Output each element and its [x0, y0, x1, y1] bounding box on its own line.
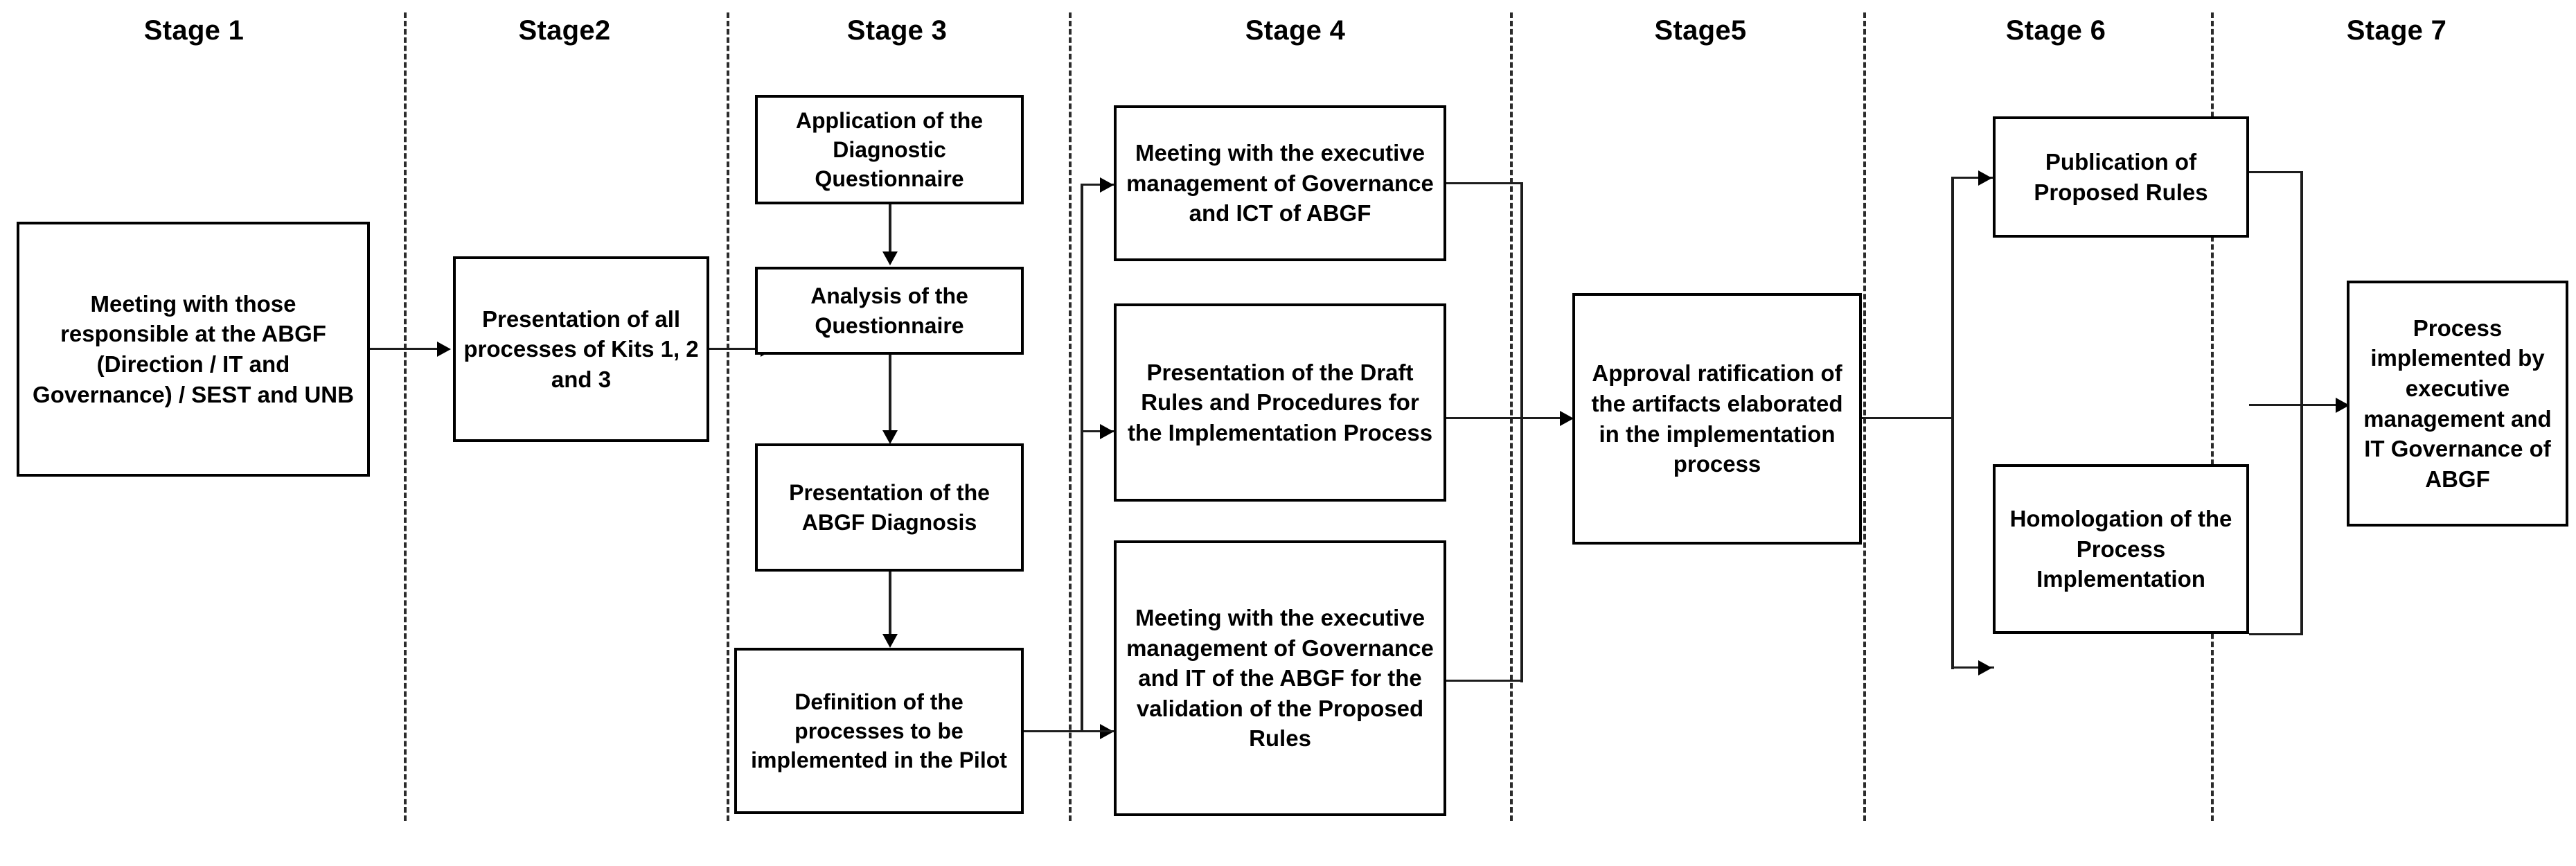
node-label: Presentation of all processes of Kits 1,… — [463, 306, 699, 392]
connector-s4n1-to-merge — [1446, 182, 1522, 184]
stage-title-3: Stage 3 — [846, 15, 948, 46]
node-stage3-presentation-diagnosis[interactable]: Presentation of the ABGF Diagnosis — [755, 443, 1024, 572]
connector-s6-merge-trunk — [2300, 171, 2303, 635]
node-label: Presentation of the Draft Rules and Proc… — [1127, 359, 1433, 445]
connector-s1-to-s2 — [370, 348, 441, 350]
connector-s3-branch-to-s4n1 — [1081, 184, 1117, 186]
node-stage6-homologation-process[interactable]: Homologation of the Process Implementati… — [1993, 464, 2249, 634]
connector-s6n1-to-merge — [2249, 171, 2303, 173]
node-stage4-meeting-validation-rules[interactable]: Meeting with the executive management of… — [1114, 540, 1446, 816]
connector-s4-merge-trunk — [1520, 182, 1523, 682]
node-label: Meeting with the executive management of… — [1126, 140, 1434, 227]
stage-divider-4-5 — [1510, 12, 1513, 821]
stage-divider-1-2 — [404, 12, 407, 821]
connector-s3-branch-stem — [1024, 730, 1082, 732]
connector-s5-branch-to-s6n2 — [1951, 666, 1994, 669]
stage-divider-5-6 — [1863, 12, 1866, 821]
stage-divider-2-3 — [727, 12, 729, 821]
stage-title-2: Stage2 — [518, 15, 611, 46]
arrowhead-s3-to-s4n1 — [1100, 177, 1114, 193]
arrowhead-s1-to-s2 — [437, 342, 451, 357]
connector-s3n2-to-s3n3 — [889, 355, 891, 436]
stage-divider-3-4 — [1069, 12, 1072, 821]
node-label: Publication of Proposed Rules — [2034, 148, 2208, 205]
node-stage1-meeting-responsible[interactable]: Meeting with those responsible at the AB… — [17, 222, 370, 477]
arrowhead-s4-to-s5 — [1560, 411, 1574, 426]
node-label: Application of the Diagnostic Questionna… — [795, 107, 984, 192]
stage-title-4: Stage 4 — [1245, 15, 1346, 46]
connector-s4-merge-to-s5 — [1446, 417, 1570, 419]
arrowhead-s6-to-s7 — [2336, 398, 2350, 413]
connector-s4n3-to-merge — [1446, 680, 1522, 682]
node-stage7-process-implemented[interactable]: Process implemented by executive managem… — [2347, 281, 2568, 527]
node-stage3-application-questionnaire[interactable]: Application of the Diagnostic Questionna… — [755, 95, 1024, 204]
node-label: Meeting with the executive management of… — [1126, 605, 1434, 752]
connector-s6n2-to-merge — [2249, 633, 2303, 635]
arrowhead-s3-to-s4n2 — [1100, 424, 1114, 439]
node-label: Definition of the processes to be implem… — [751, 689, 1007, 773]
connector-s3-branch-trunk — [1081, 184, 1083, 732]
node-stage6-publication-proposed-rules[interactable]: Publication of Proposed Rules — [1993, 116, 2249, 238]
connector-s3-branch-to-s4n2 — [1081, 430, 1117, 432]
node-label: Presentation of the ABGF Diagnosis — [789, 480, 990, 535]
connector-s5-branch-stem — [1862, 417, 1953, 419]
connector-s3n3-to-s3n4 — [889, 572, 891, 641]
arrowhead-s3n3-to-s3n4 — [882, 634, 898, 648]
node-label: Analysis of the Questionnaire — [810, 283, 968, 338]
stage-divider-6-7 — [2211, 12, 2214, 821]
stage-title-7: Stage 7 — [2346, 15, 2447, 46]
arrowhead-s5-to-s6n2 — [1978, 660, 1992, 675]
arrowhead-s3n1-to-s3n2 — [882, 251, 898, 265]
arrowhead-s5-to-s6n1 — [1978, 170, 1992, 186]
connector-s5-branch-trunk — [1951, 177, 1954, 669]
stage-title-5: Stage5 — [1654, 15, 1747, 46]
node-stage3-definition-processes-pilot[interactable]: Definition of the processes to be implem… — [734, 648, 1024, 814]
node-label: Approval ratification of the artifacts e… — [1591, 360, 1843, 477]
connector-s5-branch-to-s6n1 — [1951, 177, 1994, 179]
stage-title-1: Stage 1 — [143, 15, 245, 46]
arrowhead-s3n2-to-s3n3 — [882, 430, 898, 444]
connector-s6-merge-to-s7 — [2249, 404, 2345, 406]
connector-s3-branch-to-s4n3 — [1081, 730, 1117, 732]
node-stage4-meeting-governance-ict[interactable]: Meeting with the executive management of… — [1114, 105, 1446, 261]
node-stage2-presentation-processes[interactable]: Presentation of all processes of Kits 1,… — [453, 256, 709, 442]
node-label: Meeting with those responsible at the AB… — [33, 290, 354, 407]
node-stage3-analysis-questionnaire[interactable]: Analysis of the Questionnaire — [755, 267, 1024, 355]
node-label: Homologation of the Process Implementati… — [2009, 506, 2232, 592]
connector-s3n1-to-s3n2 — [889, 204, 891, 258]
connector-s2-to-s3 — [709, 348, 765, 350]
node-stage5-approval-ratification[interactable]: Approval ratification of the artifacts e… — [1572, 293, 1862, 545]
stage-title-6: Stage 6 — [2005, 15, 2106, 46]
node-label: Process implemented by executive managem… — [2363, 315, 2552, 492]
node-stage4-presentation-draft-rules[interactable]: Presentation of the Draft Rules and Proc… — [1114, 303, 1446, 502]
